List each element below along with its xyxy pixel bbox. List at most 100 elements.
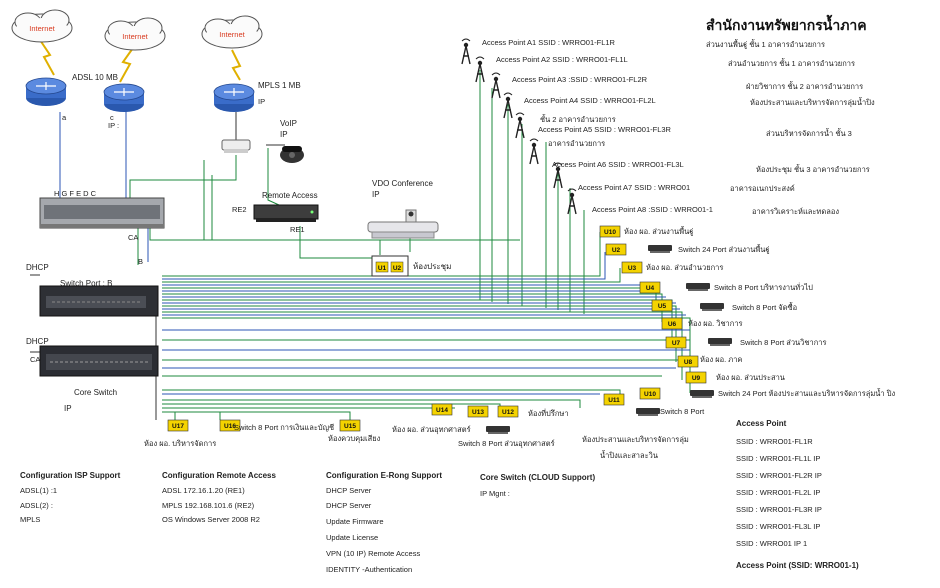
unit-tag: U7 bbox=[665, 336, 687, 349]
config-remote: Configuration Remote Access ADSL 172.16.… bbox=[162, 471, 276, 524]
top-switch-ca: CA bbox=[128, 233, 138, 242]
cloud-label: Internet bbox=[219, 30, 245, 39]
mpls-hub bbox=[221, 139, 251, 153]
unit-label: Switch 8 Port บริหารงานทั่วไป bbox=[714, 282, 813, 292]
unit-tag: U3 bbox=[621, 261, 643, 274]
internet-cloud-3: Internet bbox=[201, 15, 263, 49]
mpls-label: MPLS 1 MB bbox=[258, 81, 301, 90]
unit-id: U13 bbox=[472, 409, 484, 416]
unit-id: U5 bbox=[658, 303, 667, 310]
unit-label: Switch 8 Port ส่วนอุทกศาสตร์ bbox=[458, 439, 555, 448]
access-point-icon bbox=[475, 56, 485, 83]
access-point-label: Access Point A5 SSID : WRRO01-FL3R bbox=[538, 125, 672, 134]
unit-label: ห้อง ผอ. ส่วนประสาน bbox=[716, 373, 785, 382]
mini-switch-icon bbox=[636, 408, 660, 416]
unit-tag: U14 bbox=[431, 403, 453, 416]
ca-label: CA bbox=[30, 355, 40, 364]
access-point-label: Access Point A2 SSID : WRRO01-FL1L bbox=[496, 55, 628, 64]
unit-id: U15 bbox=[344, 423, 356, 430]
ap-location-label: ห้องประสานและบริหารจัดการลุ่มน้ำปิง bbox=[750, 97, 875, 107]
port-c-label: c bbox=[110, 113, 114, 122]
mini-switch-icon bbox=[648, 245, 672, 253]
access-point-label: Access Point A6 SSID : WRRO01-FL3L bbox=[552, 160, 684, 169]
unit-label: Switch 8 Port bbox=[660, 407, 705, 416]
config-erong-title: Configuration E-Rong Support bbox=[326, 471, 442, 480]
access-point-icon bbox=[491, 72, 501, 99]
meeting-label: ห้องประชุม bbox=[413, 262, 451, 271]
internet-cloud-2: Internet bbox=[104, 17, 166, 51]
ap5-sublabel: อาคารอำนวยการ bbox=[548, 139, 605, 148]
mini-switch-icon bbox=[708, 338, 732, 346]
unit-label: Switch 8 Port ส่วนวิชาการ bbox=[740, 338, 826, 347]
ap-summary-line: SSID : WRRO01-FL2R IP bbox=[736, 471, 822, 480]
unit-id: U4 bbox=[646, 285, 655, 292]
remote-access-device bbox=[253, 204, 319, 222]
router-adsl-2 bbox=[103, 83, 145, 112]
voip-ip-label: IP bbox=[280, 130, 288, 139]
unit-label: ห้อง ผอ. บริหารจัดการ bbox=[144, 439, 216, 448]
access-point-label: Access Point A4 SSID : WRRO01-FL2L bbox=[524, 96, 656, 105]
unit-label: Switch 24 Port ส่วนงานพื้นฐู่ bbox=[678, 244, 770, 254]
access-point-label: Access Point A7 SSID : WRRO01 bbox=[578, 183, 690, 192]
config-erong-line: DHCP Server bbox=[326, 486, 372, 495]
unit-tag: U11 bbox=[603, 393, 625, 406]
b-label: B bbox=[138, 257, 143, 266]
unit-tag: U12 bbox=[497, 405, 519, 418]
vdo-ip-label: IP bbox=[372, 190, 380, 199]
top-switch bbox=[39, 197, 165, 229]
core-switch-label: Core Switch bbox=[74, 388, 117, 397]
mini-switch-icon bbox=[690, 390, 714, 398]
config-erong-line: IDENTITY -Authentication bbox=[326, 565, 412, 574]
cloud-label: Internet bbox=[122, 32, 148, 41]
unit-id: U17 bbox=[172, 423, 184, 430]
mini-switch-icon bbox=[686, 283, 710, 291]
ap-location-label: อาคารวิเคราะห์และทดลอง bbox=[752, 207, 839, 216]
vdo-conference-device bbox=[367, 209, 439, 239]
remote-access-re2: RE2 bbox=[232, 205, 247, 214]
top-switch-ports: H G F E D C bbox=[54, 189, 97, 198]
unit-id: U3 bbox=[628, 265, 637, 272]
unit-label: Switch 24 Port ห้องประสานและบริหารจัดการ… bbox=[718, 388, 895, 398]
unit-id: U8 bbox=[684, 359, 693, 366]
ap-locations: ส่วนงานพื้นฐู่ ชั้น 1 อาคารอำนวยการส่วนอ… bbox=[706, 39, 875, 216]
config-isp-title: Configuration ISP Support bbox=[20, 471, 121, 480]
ap4-sublabel: ชั้น 2 อาคารอำนวยการ bbox=[540, 114, 616, 124]
unit-id: U14 bbox=[436, 407, 448, 414]
unit-id: U16 bbox=[224, 423, 236, 430]
ap-location-label: ส่วนบริหารจัดการน้ำ ชั้น 3 bbox=[766, 128, 852, 138]
config-remote-line: MPLS 192.168.101.6 (RE2) bbox=[162, 501, 255, 510]
cloud-label: Internet bbox=[29, 24, 55, 33]
config-erong-line: Update Firmware bbox=[326, 517, 384, 526]
port-a-label: a bbox=[62, 113, 67, 122]
unit-label: ห้อง ผอ. ส่วนอำนวยการ bbox=[646, 263, 723, 272]
core-switch-ip: IP bbox=[64, 404, 72, 413]
vdo-label: VDO Conference bbox=[372, 179, 433, 188]
ap-location-label: ส่วนงานพื้นฐู่ ชั้น 1 อาคารอำนวยการ bbox=[706, 39, 825, 49]
mini-switch-icon bbox=[486, 426, 510, 434]
access-point-label: Access Point A3 :SSID : WRRO01-FL2R bbox=[512, 75, 648, 84]
voip-phone-icon bbox=[280, 146, 304, 163]
remote-access-label: Remote Access bbox=[262, 191, 318, 200]
config-erong-line: VPN (10 IP) Remote Access bbox=[326, 549, 420, 558]
unit-label: ห้อง ผอ. ส่วนอุทกศาสตร์ bbox=[392, 425, 471, 434]
unit-label: น้ำปิงและสาละวิน bbox=[600, 450, 658, 460]
router-ip-label: IP : bbox=[108, 121, 119, 130]
ap-location-label: อาคารอเนกประสงค์ bbox=[730, 184, 795, 193]
router-ip-label-2: IP bbox=[258, 97, 265, 106]
mini-switch-icon bbox=[700, 303, 724, 311]
unit-tag: U2 bbox=[605, 243, 627, 256]
voip-label: VoIP bbox=[280, 119, 297, 128]
ap-summary: Access Point SSID : WRRO01-FL1R SSID : W… bbox=[736, 419, 859, 570]
access-points: Access Point A1 SSID : WRRO01-FL1RAccess… bbox=[461, 38, 713, 215]
ap-location-label: ส่วนอำนวยการ ชั้น 1 อาคารอำนวยการ bbox=[728, 58, 855, 68]
unit-label: Switch 8 Port การเงินและบัญชี bbox=[234, 423, 334, 432]
router-adsl-1 bbox=[25, 77, 67, 106]
core-switch bbox=[39, 345, 159, 377]
unit-id: U11 bbox=[608, 397, 620, 404]
page-title: สำนักงานทรัพยากรน้ำภาค bbox=[706, 14, 867, 33]
config-remote-title: Configuration Remote Access bbox=[162, 471, 276, 480]
ap-summary-line: SSID : WRRO01-FL1L IP bbox=[736, 454, 820, 463]
config-isp-line: ADSL(1) :1 bbox=[20, 486, 57, 495]
